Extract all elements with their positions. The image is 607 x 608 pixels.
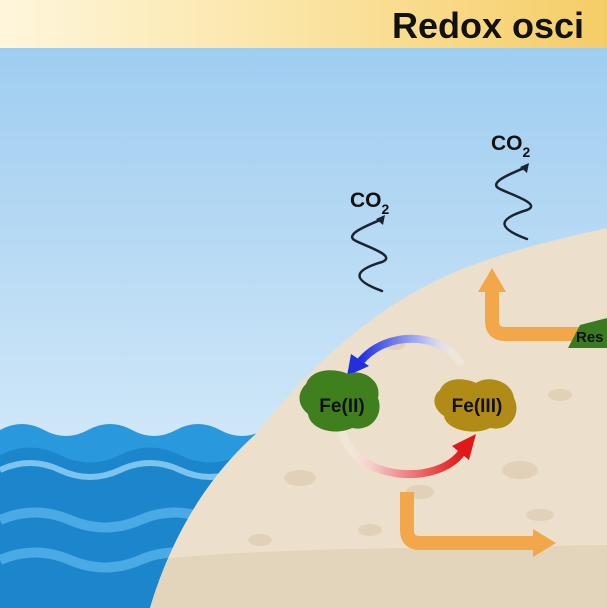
co2-left-main: CO <box>350 189 382 212</box>
downward-elbow-arrow-icon <box>400 492 536 550</box>
co2-left-label: CO2 <box>350 189 390 217</box>
co2-left: CO2 <box>350 189 390 293</box>
fe3-blob <box>434 379 517 432</box>
oxidation-reverse-arrow-icon <box>356 334 464 366</box>
fe2-blob <box>299 370 380 432</box>
co2-squiggle-arrow-icon <box>351 218 388 293</box>
fe3-label: Fe(III) <box>452 396 503 417</box>
co2-right: CO2 <box>491 132 533 241</box>
upward-elbow-arrow-icon <box>485 287 600 341</box>
side-green-tab <box>568 318 607 348</box>
red-arrowhead-icon <box>452 434 476 460</box>
co2-left-arrowhead-icon <box>376 215 385 225</box>
co2-right-main: CO <box>491 132 523 155</box>
downward-elbow-arrowhead-icon <box>533 529 556 557</box>
oxidation-arrow-icon <box>338 428 466 479</box>
co2-left-sub: 2 <box>382 201 390 217</box>
blue-arrowhead-icon <box>347 354 369 376</box>
page-title: Redox osci <box>392 5 584 46</box>
co2-squiggle-arrow-icon <box>495 166 533 241</box>
title-banner <box>0 0 607 48</box>
co2-right-arrowhead-icon <box>520 163 529 173</box>
upward-elbow-arrowhead-icon <box>478 268 506 292</box>
co2-right-label: CO2 <box>491 132 531 160</box>
side-label: Res <box>576 329 604 346</box>
fe2-label: Fe(II) <box>319 396 364 417</box>
co2-right-sub: 2 <box>523 144 531 160</box>
